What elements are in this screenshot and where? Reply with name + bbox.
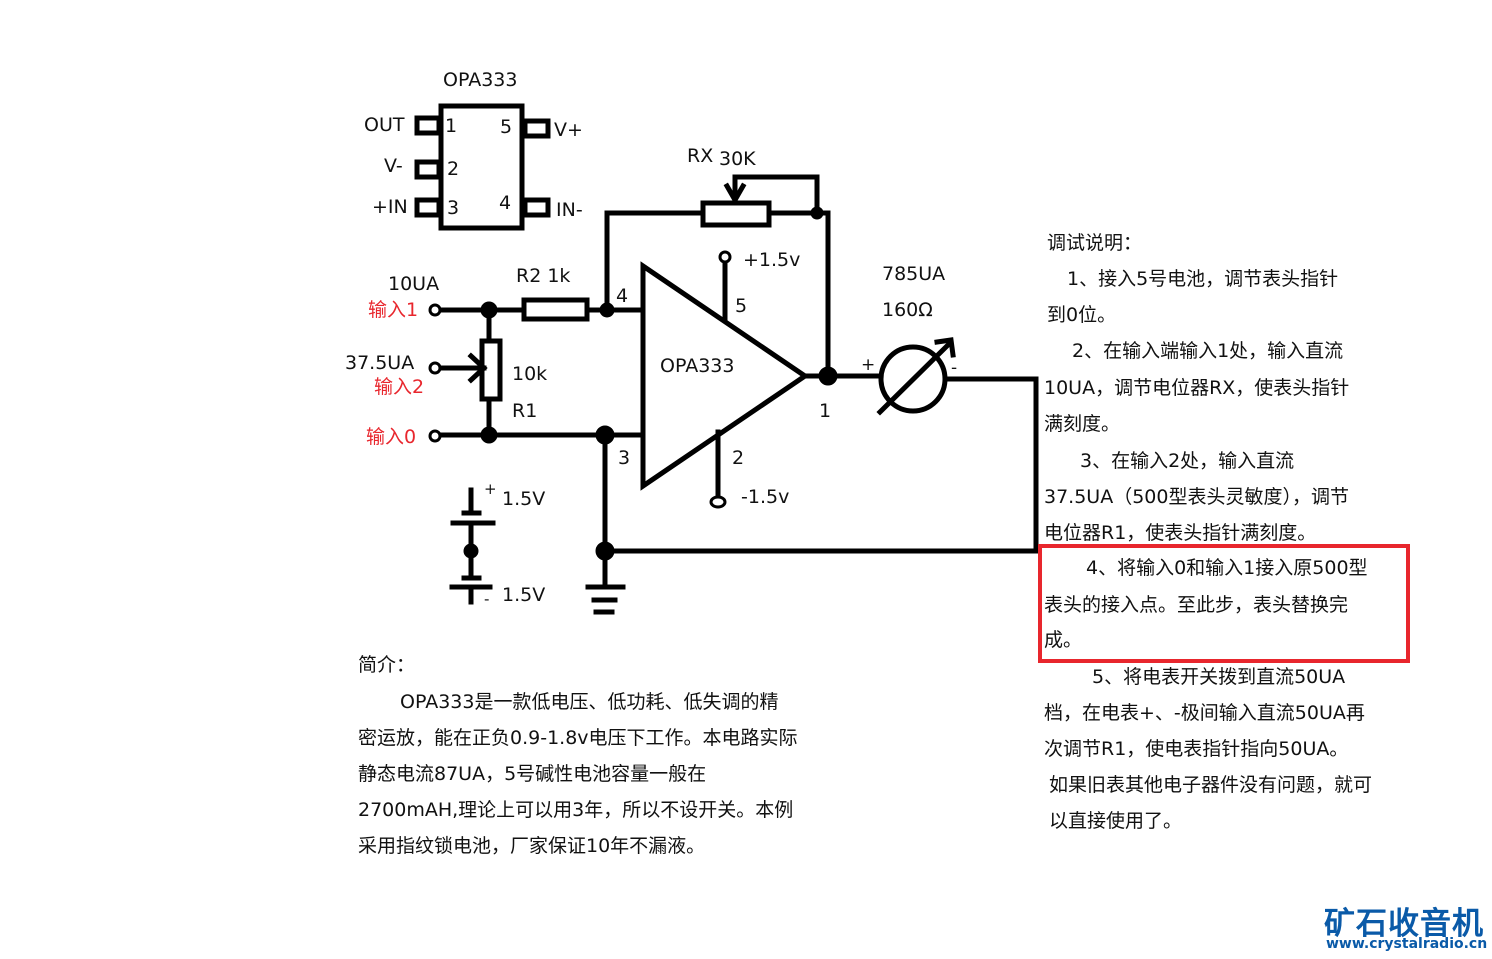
opamp-symbol	[640, 250, 883, 509]
r2-resistor	[428, 297, 643, 322]
instruction-line: 档，在电表+、-极间输入直流50UA再	[1044, 702, 1365, 724]
instruction-line: 3、在输入2处，输入直流	[1080, 450, 1295, 472]
intro-line: 采用指纹锁电池，厂家保证10年不漏液。	[358, 835, 706, 857]
instruction-line: 以直接使用了。	[1049, 810, 1183, 832]
opamp-pin4: 4	[616, 285, 629, 307]
opamp-pin5: 5	[735, 295, 748, 317]
instruction-line: 5、将电表开关拨到直流50UA	[1092, 666, 1346, 688]
rx-value: 30K	[719, 148, 756, 170]
intro-line: 静态电流87UA，5号碱性电池容量一般在	[358, 763, 707, 785]
input2-label: 输入2	[374, 376, 425, 398]
input0-label: 输入0	[366, 426, 417, 448]
chip-package	[414, 103, 551, 231]
r1-potentiometer	[428, 307, 503, 438]
instruction-line: 4、将输入0和输入1接入原500型	[1086, 557, 1368, 579]
opamp-pin3: 3	[618, 447, 631, 469]
pin-num-3: 3	[447, 197, 460, 219]
instruction-line: 次调节R1，使电表指针指向50UA。	[1044, 738, 1349, 760]
intro-line: 2700mAH,理论上可以用3年，所以不设开关。本例	[358, 799, 794, 821]
meter-plus: +	[861, 355, 876, 375]
pin-num-1: 1	[445, 115, 458, 137]
input1-current: 10UA	[388, 273, 440, 295]
pin-num-5: 5	[500, 116, 513, 138]
intro-line: 密运放，能在正负0.9-1.8v电压下工作。本电路实际	[358, 727, 798, 749]
meter-symbol	[602, 337, 1039, 554]
input1-label: 输入1	[368, 299, 419, 321]
vplus-label: +1.5v	[743, 249, 801, 271]
pin-name-inplus: +IN	[372, 196, 408, 218]
highlight-box	[1038, 544, 1410, 663]
ground-symbol	[585, 584, 626, 615]
opamp-label: OPA333	[660, 355, 735, 377]
battery-plus: +	[484, 480, 497, 498]
battery-symbols	[449, 487, 615, 605]
instruction-line: 2、在输入端输入1处，输入直流	[1072, 340, 1344, 362]
instruction-line: 成。	[1044, 629, 1083, 651]
meter-minus: -	[951, 358, 958, 378]
instruction-line: 到0位。	[1047, 304, 1117, 326]
meter-current: 785UA	[882, 263, 946, 285]
instruction-line: 10UA，调节电位器RX，使表头指针	[1044, 377, 1350, 399]
instruction-line: 1、接入5号电池，调节表头指针	[1067, 268, 1339, 290]
pin-name-vplus: V+	[554, 119, 583, 141]
site-url[interactable]: www.crystalradio.cn	[1326, 936, 1488, 952]
pin-num-4: 4	[499, 192, 512, 214]
r1-label: R1	[512, 400, 538, 422]
pin-name-out: OUT	[364, 114, 405, 136]
input2-current: 37.5UA	[345, 352, 415, 374]
pin-num-2: 2	[447, 158, 460, 180]
chip-title: OPA333	[443, 69, 518, 91]
intro-line: OPA333是一款低电压、低功耗、低失调的精	[400, 691, 779, 713]
instruction-line: 表头的接入点。至此步，表头替换完	[1044, 594, 1349, 616]
pin-name-vminus: V-	[384, 155, 403, 177]
meter-resistance: 160Ω	[882, 299, 933, 321]
instruction-line: 电位器R1，使表头指针满刻度。	[1044, 522, 1317, 544]
r2-label: R2 1k	[516, 265, 571, 287]
instruction-line: 如果旧表其他电子器件没有问题，就可	[1049, 774, 1373, 796]
opamp-pin1: 1	[819, 400, 832, 422]
rx-label: RX	[687, 145, 714, 167]
instructions-title: 调试说明：	[1047, 232, 1143, 254]
pin-name-inminus: IN-	[556, 199, 583, 221]
instruction-line: 满刻度。	[1044, 413, 1121, 435]
opamp-pin2: 2	[732, 447, 745, 469]
battery-minus: -	[484, 590, 490, 608]
intro-title: 简介：	[358, 654, 416, 676]
battery-bottom-voltage: 1.5V	[502, 584, 546, 606]
instruction-line: 37.5UA（500型表头灵敏度），调节	[1044, 486, 1349, 508]
site-logo: 矿石收音机	[1324, 906, 1484, 942]
rx-potentiometer	[604, 174, 831, 378]
vminus-label: -1.5v	[741, 486, 790, 508]
battery-top-voltage: 1.5V	[502, 488, 546, 510]
r1-value: 10k	[512, 363, 548, 385]
